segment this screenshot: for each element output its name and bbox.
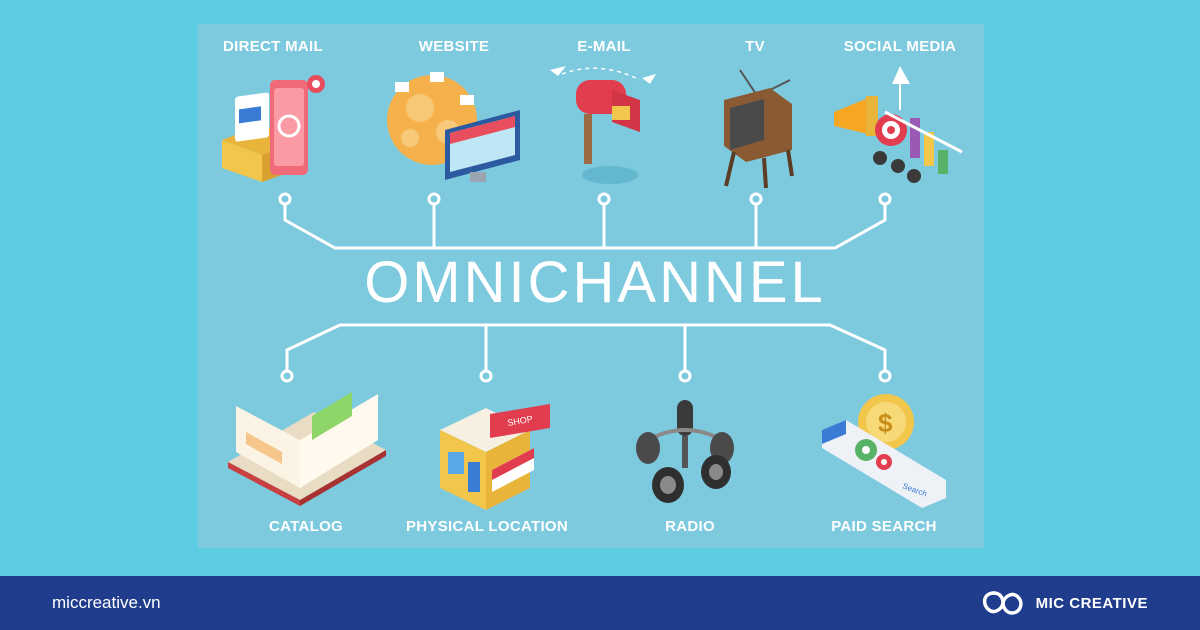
channel-label-social-media: SOCIAL MEDIA [843, 38, 957, 55]
mic-creative-logo-icon [982, 591, 1023, 615]
omnichannel-diagram: SHOP $ Search [222, 66, 963, 510]
top-connector-nodes [278, 192, 892, 206]
brand-name: MIC CREATIVE [1035, 594, 1148, 612]
catalog-book-icon [228, 392, 386, 506]
channel-label-catalog: CATALOG [268, 518, 344, 535]
svg-text:SHOP: SHOP [507, 414, 534, 428]
channel-label-tv: TV [745, 38, 765, 55]
site-url-link[interactable]: miccreative.vn [52, 593, 161, 612]
brand: MIC CREATIVE [980, 589, 1148, 617]
social-media-icon [834, 66, 963, 183]
channel-label-paid-search: PAID SEARCH [831, 518, 937, 535]
bottom-connectors [285, 323, 887, 376]
footer-bar: miccreative.vn MIC CREATIVE [0, 576, 1200, 630]
tv-icon [724, 69, 794, 189]
channel-label-physical-location: PHYSICAL LOCATION [405, 518, 569, 535]
svg-text:$: $ [878, 408, 893, 438]
bottom-connector-nodes [280, 369, 892, 383]
email-mailbox-icon [550, 66, 656, 184]
paid-search-icon: $ Search [822, 394, 946, 508]
radio-microphone-icon [636, 400, 734, 503]
channel-label-radio: RADIO [665, 518, 715, 535]
website-icon [387, 72, 520, 182]
top-connectors [283, 200, 887, 250]
omnichannel-title: OMNICHANNEL [364, 250, 826, 315]
channel-label-email: E-MAIL [577, 38, 631, 55]
direct-mail-icon [222, 75, 325, 182]
channel-label-website: WEBSITE [418, 38, 490, 55]
shop-icon [440, 404, 550, 510]
channel-label-direct-mail: DIRECT MAIL [223, 38, 323, 55]
